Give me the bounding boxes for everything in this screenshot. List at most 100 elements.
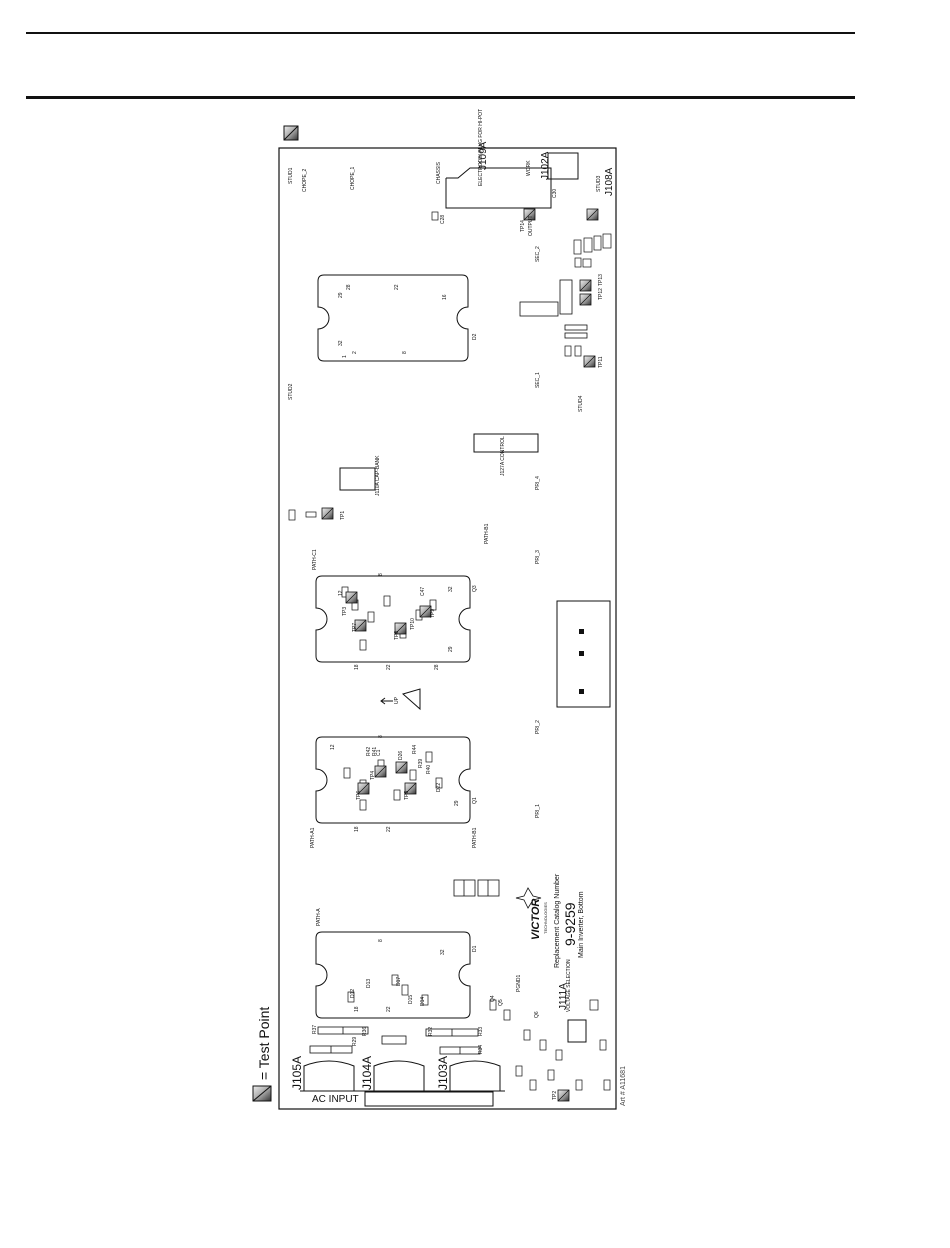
label-path-a1: PATH-A1 — [310, 827, 316, 848]
refdes-label: D22 — [436, 782, 442, 792]
refdes-label: D13 — [366, 978, 372, 988]
connector-j109a — [445, 152, 579, 209]
module-pin-number: 8 — [378, 939, 384, 942]
label-voltage-selection: VOLTAGE SELECTION — [566, 959, 572, 1012]
module-pin-number: 22 — [386, 826, 392, 832]
label-work: WORK — [526, 160, 532, 176]
refdes-label: C28 — [440, 214, 446, 224]
label-j102a: J102A — [540, 151, 551, 180]
esd-warning-icon — [401, 688, 421, 711]
label-pri-2: PRI_2 — [535, 720, 541, 734]
module-pin-number: 16 — [442, 294, 448, 300]
label-output: OUTPUT — [528, 215, 534, 236]
module-q3 — [315, 575, 471, 663]
label-j110a: J110A CAP-BANK — [375, 455, 381, 496]
refdes-label: R34 — [478, 1044, 484, 1054]
label-j109a-note: ELECTRODE/ PLUG FOR HI-POT — [478, 108, 484, 186]
brand-logo-subtext: TECHNOLOGIES — [543, 902, 548, 934]
label-stud3: STUD3 — [596, 175, 602, 192]
refdes-label: D17 — [396, 976, 402, 986]
refdes-label: D12 — [350, 988, 356, 998]
module-pin-number: 18 — [354, 826, 360, 832]
module-pin-number: 28 — [434, 664, 440, 670]
module-pin-number: 18 — [354, 664, 360, 670]
label-chope-2: CHOPE_2 — [302, 168, 308, 192]
refdes-label: R39 — [418, 758, 424, 768]
refdes-label: TP1 — [340, 510, 346, 520]
module-pin-number: 29 — [338, 292, 344, 298]
refdes-label: TP14 — [520, 220, 526, 232]
label-j105a: J105A — [290, 1055, 304, 1090]
refdes-label: Q4 — [490, 995, 496, 1002]
label-stud1: STUD1 — [288, 167, 294, 184]
module-pin-number: 29 — [448, 646, 454, 652]
connector-j127a — [473, 433, 539, 453]
label-j103a: J103A — [436, 1055, 450, 1090]
refdes-label: C30 — [552, 188, 558, 198]
label-path-a: PATH-A — [316, 908, 322, 926]
up-arrow-icon — [380, 697, 393, 705]
module-pin-number: 22 — [386, 1006, 392, 1012]
refdes-label: TP8 — [394, 630, 400, 640]
refdes-label: TP6 — [356, 790, 362, 800]
victor-logo — [515, 887, 542, 909]
module-pin-number: 8 — [378, 735, 384, 738]
module-pin-number: 1 — [342, 355, 348, 358]
refdes-label: D15 — [408, 994, 414, 1004]
module-pin-number: 28 — [346, 284, 352, 290]
label-sec-1: SEC_1 — [535, 372, 541, 388]
test-point-icon — [283, 125, 299, 141]
refdes-label: R29 — [352, 1036, 358, 1046]
refdes-label: R44 — [412, 744, 418, 754]
refdes-label: R37 — [312, 1024, 318, 1034]
ac-input-connectors — [300, 1060, 505, 1107]
module-pin-number: 32 — [338, 340, 344, 346]
label-j104a: J104A — [360, 1055, 374, 1090]
refdes-label: TP11 — [598, 356, 604, 368]
refdes-label: C47 — [420, 586, 426, 596]
label-chope-1: CHOPE_1 — [350, 166, 356, 190]
refdes-label: D14 — [420, 996, 426, 1006]
label-pgnd1: PGND1 — [516, 974, 522, 992]
label-sec-2: SEC_2 — [535, 246, 541, 262]
refdes-label: D26 — [398, 750, 404, 760]
module-d2 — [317, 274, 469, 362]
label-q3: Q3 — [472, 585, 478, 592]
label-stud2: STUD2 — [288, 383, 294, 400]
refdes-label: R33 — [478, 1026, 484, 1036]
catalog-number: 9-9259 — [562, 902, 578, 946]
refdes-label: TP9 — [430, 608, 436, 618]
label-path-b1: PATH-B1 — [484, 523, 490, 544]
module-pin-number: 22 — [394, 284, 400, 290]
label-pri-4: PRI_4 — [535, 476, 541, 490]
label-j108a: J108A — [604, 167, 615, 196]
refdes-label: TP2 — [552, 1090, 558, 1100]
catalog-caption: Replacement Catalog Number — [554, 873, 561, 968]
label-d1: D1 — [472, 945, 478, 952]
module-pin-number: 12 — [338, 590, 344, 596]
header-rule-top — [26, 32, 855, 34]
refdes-label: R40 — [426, 764, 432, 774]
refdes-label: TP5 — [404, 790, 410, 800]
refdes-label: TP4 — [370, 770, 376, 780]
module-pin-number: 22 — [386, 664, 392, 670]
module-pin-number: 18 — [354, 1006, 360, 1012]
catalog-description: Main Inverter, Bottom — [578, 891, 585, 958]
label-up: UP — [394, 697, 400, 704]
label-path-b1-lower: PATH-B1 — [472, 827, 478, 848]
refdes-label: Q5 — [498, 999, 504, 1006]
refdes-label: TP7 — [352, 622, 358, 632]
module-pin-number: 32 — [440, 949, 446, 955]
refdes-label: R41 — [372, 746, 378, 756]
module-pin-number: 8 — [402, 351, 408, 354]
legend-label: = Test Point — [256, 1006, 272, 1080]
test-point-symbol — [252, 1085, 272, 1102]
board-outline — [278, 147, 617, 1110]
refdes-label: Q6 — [534, 1011, 540, 1018]
refdes-label: R32 — [428, 1026, 434, 1036]
module-pin-number: 12 — [330, 744, 336, 750]
label-path-c1: PATH-C1 — [312, 549, 318, 570]
label-q1: Q1 — [472, 797, 478, 804]
module-d1 — [315, 931, 471, 1019]
